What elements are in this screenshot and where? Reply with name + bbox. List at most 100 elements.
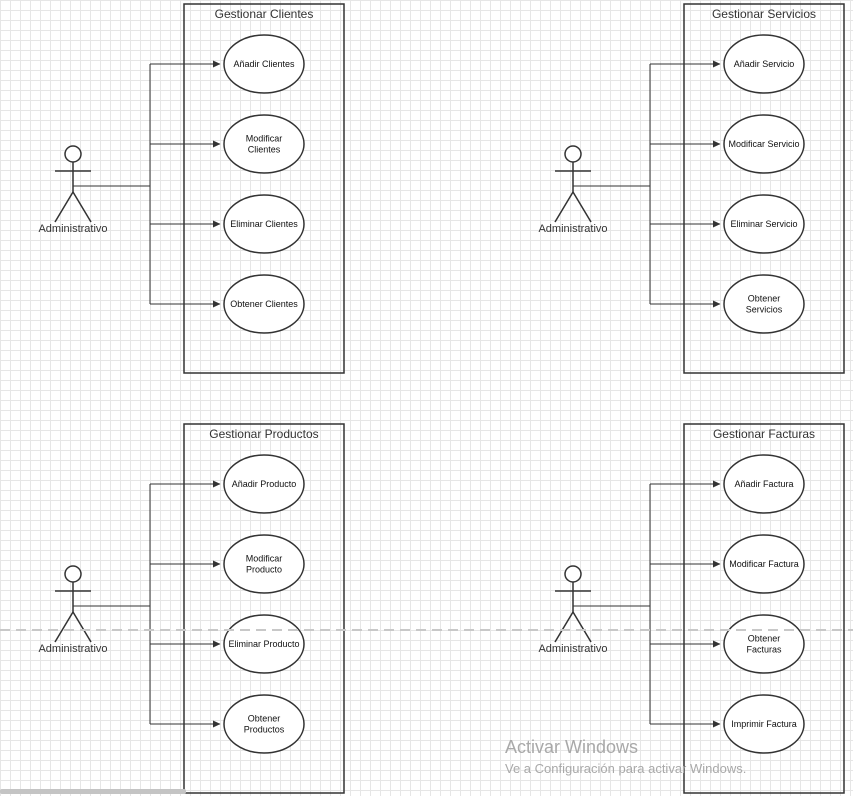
actor-right-leg — [572, 191, 592, 223]
use-case-ellipse — [723, 34, 805, 94]
use-case-label-line: Eliminar Servicio — [730, 219, 797, 229]
use-case-label: Imprimir Factura — [731, 719, 797, 729]
system-boundary[interactable] — [683, 3, 845, 374]
actor-left-leg — [554, 191, 574, 223]
use-case-label: Eliminar Producto — [228, 639, 299, 649]
system-boundary[interactable] — [183, 3, 345, 374]
use-case-label-line: Añadir Factura — [734, 479, 793, 489]
actor-label: Administrativo — [538, 643, 607, 655]
use-case-label: Eliminar Clientes — [230, 219, 298, 229]
use-case-label-line: Modificar — [246, 554, 283, 564]
use-case-ellipse — [723, 114, 805, 174]
use-case-ellipse — [723, 694, 805, 754]
use-case-label-line: Eliminar Clientes — [230, 219, 298, 229]
use-case[interactable]: Imprimir Factura — [723, 694, 805, 754]
use-case-label: Añadir Factura — [734, 479, 793, 489]
use-case-label-line: Modificar Servicio — [728, 139, 799, 149]
use-case-label: Añadir Clientes — [233, 59, 295, 69]
use-case-label: Añadir Servicio — [734, 59, 795, 69]
association-trunk — [73, 484, 151, 724]
actor-head — [564, 145, 582, 163]
use-case[interactable]: Añadir Servicio — [723, 34, 805, 94]
use-case-ellipse — [723, 274, 805, 334]
use-case-label-line: Obtener — [748, 294, 781, 304]
actor-left-leg — [554, 611, 574, 643]
use-case-ellipse — [223, 34, 305, 94]
use-case-label-line: Clientes — [248, 145, 281, 155]
association-trunk — [573, 64, 651, 304]
system-boundary[interactable] — [683, 423, 845, 794]
actor-administrativo[interactable]: Administrativo — [538, 145, 608, 235]
use-case[interactable]: Eliminar Producto — [223, 614, 305, 674]
system-boundary[interactable] — [183, 423, 345, 794]
actor-administrativo[interactable]: Administrativo — [538, 565, 608, 655]
actor-label: Administrativo — [38, 643, 107, 655]
use-case-label-line: Modificar — [246, 134, 283, 144]
use-case-ellipse — [223, 694, 305, 754]
actor-label: Administrativo — [38, 223, 107, 235]
use-case-label-line: Imprimir Factura — [731, 719, 797, 729]
use-case-label-line: Obtener Clientes — [230, 299, 298, 309]
use-case[interactable]: Modificar Servicio — [723, 114, 805, 174]
use-case-ellipse — [723, 454, 805, 514]
use-case-label-line: Añadir Servicio — [734, 59, 795, 69]
use-case[interactable]: Añadir Producto — [223, 454, 305, 514]
use-case-ellipse — [723, 534, 805, 594]
use-case-label: Obtener Clientes — [230, 299, 298, 309]
use-case-label: Modificar Servicio — [728, 139, 799, 149]
actor-administrativo[interactable]: Administrativo — [38, 565, 108, 655]
use-case-ellipse — [223, 114, 305, 174]
use-case-label-line: Añadir Producto — [232, 479, 297, 489]
use-case-label-line: Obtener — [248, 714, 281, 724]
use-case-label-line: Servicios — [746, 305, 783, 315]
use-case[interactable]: Modificar Factura — [723, 534, 805, 594]
use-case-label-line: Obtener — [748, 634, 781, 644]
use-case-label-line: Modificar Factura — [729, 559, 799, 569]
system-title: Gestionar Servicios — [712, 7, 816, 21]
actor-head — [64, 565, 82, 583]
actor-right-leg — [72, 191, 92, 223]
horizontal-scrollbar[interactable] — [0, 789, 186, 794]
system-title: Gestionar Facturas — [713, 427, 815, 441]
actor-administrativo[interactable]: Administrativo — [38, 145, 108, 235]
actor-head — [64, 145, 82, 163]
use-case-label-line: Añadir Clientes — [233, 59, 295, 69]
use-case-label: Eliminar Servicio — [730, 219, 797, 229]
use-case-label-line: Eliminar Producto — [228, 639, 299, 649]
use-case-ellipse — [223, 454, 305, 514]
system-title: Gestionar Productos — [209, 427, 318, 441]
association-trunk — [573, 484, 651, 724]
actor-left-leg — [54, 611, 74, 643]
use-case-label-line: Facturas — [746, 645, 782, 655]
actor-label: Administrativo — [538, 223, 607, 235]
use-case[interactable]: Añadir Factura — [723, 454, 805, 514]
actor-right-leg — [72, 611, 92, 643]
use-case[interactable]: Eliminar Clientes — [223, 194, 305, 254]
actor-head — [564, 565, 582, 583]
use-case-label-line: Productos — [244, 725, 285, 735]
use-case[interactable]: Eliminar Servicio — [723, 194, 805, 254]
system-title: Gestionar Clientes — [215, 7, 314, 21]
use-case[interactable]: Añadir Clientes — [223, 34, 305, 94]
use-case[interactable]: Obtener Clientes — [223, 274, 305, 334]
actor-right-leg — [572, 611, 592, 643]
use-case-label-line: Producto — [246, 565, 282, 575]
use-case-ellipse — [723, 194, 805, 254]
association-trunk — [73, 64, 151, 304]
use-case-ellipse — [223, 534, 305, 594]
actor-left-leg — [54, 191, 74, 223]
